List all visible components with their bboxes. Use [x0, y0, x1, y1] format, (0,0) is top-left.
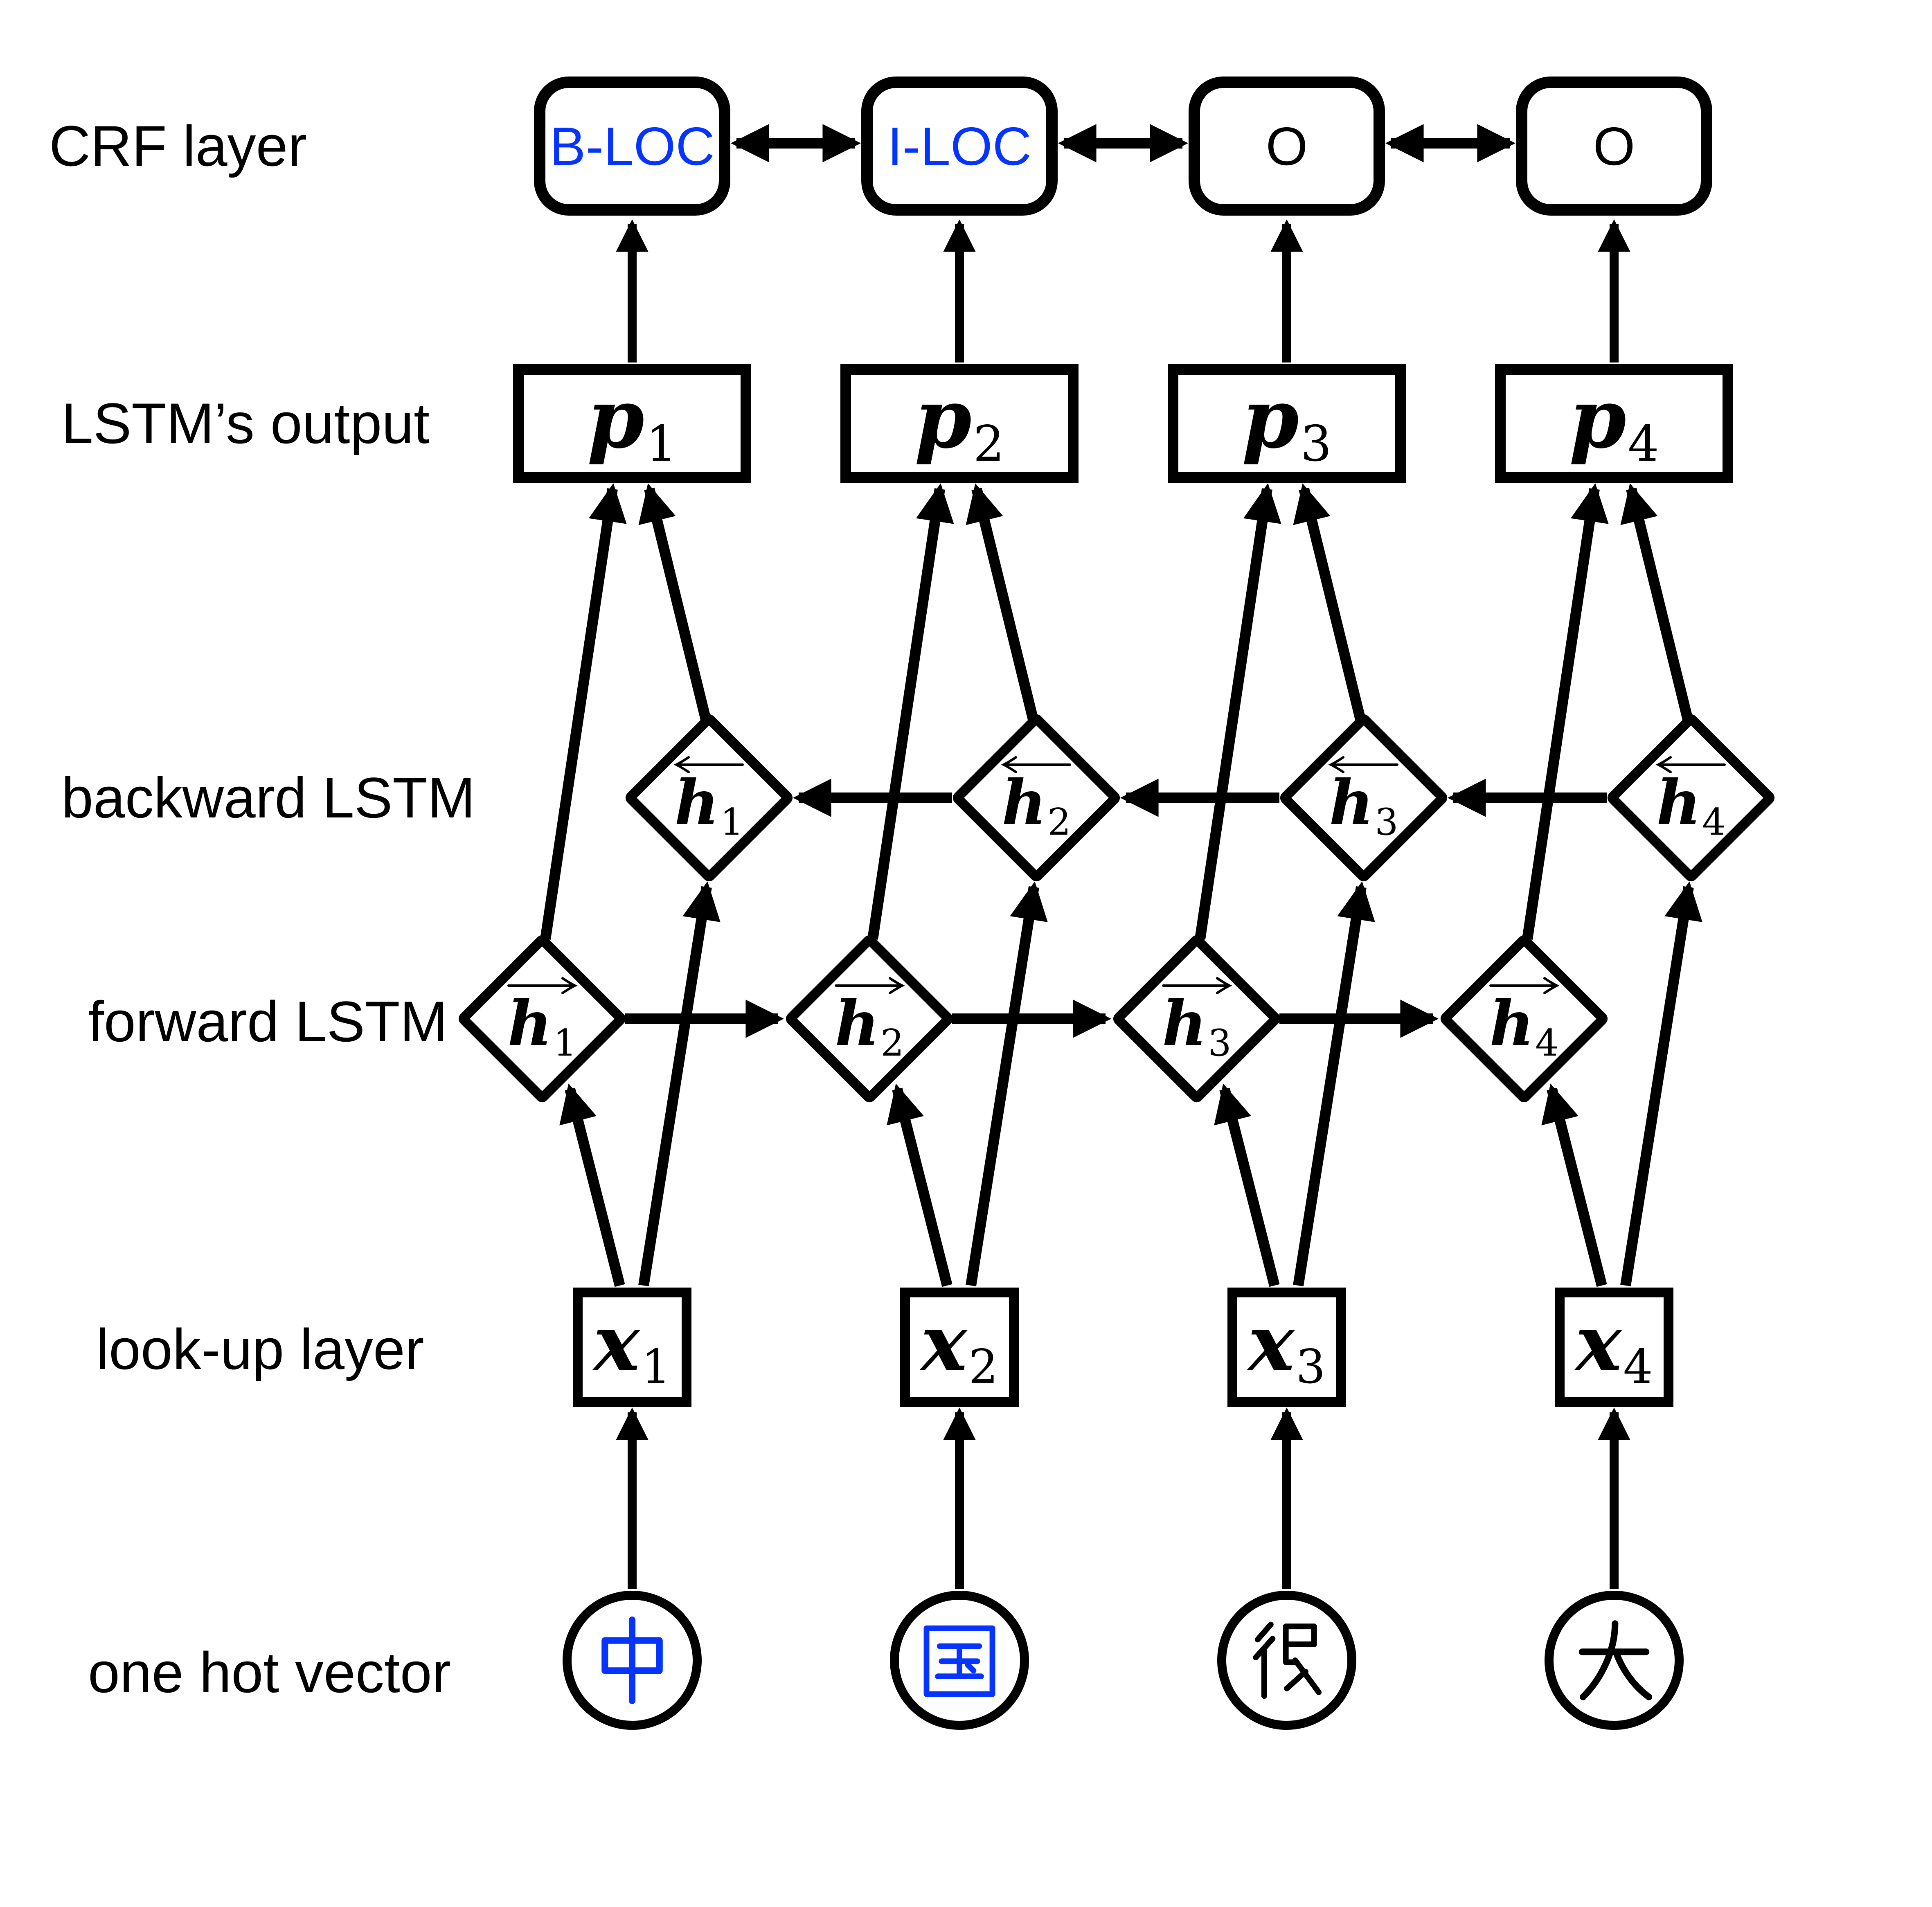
hanzi-guo-icon — [923, 1625, 995, 1697]
arrow-fwd-h3-to-p3 — [1195, 483, 1281, 940]
left-arrow-over-icon — [1328, 756, 1398, 774]
crf-node-o-3: O — [1189, 77, 1385, 216]
p1-label: p1 — [587, 370, 677, 473]
lookup-node-x3: x3 — [1227, 1288, 1346, 1407]
right-arrow-over-icon — [1489, 977, 1560, 995]
forward-lstm-node-h3: h3 — [1110, 932, 1283, 1105]
lookup-node-x2: x2 — [900, 1288, 1019, 1407]
label-forward-lstm: forward LSTM — [88, 989, 448, 1054]
crf-node-label: I-LOC — [887, 116, 1032, 176]
arrow-fwd-h1-to-p1 — [540, 483, 627, 940]
x4-label: x4 — [1575, 1297, 1653, 1394]
fwd-h3-label: h3 — [1119, 941, 1274, 1096]
label-lstm-output: LSTM’s output — [61, 391, 430, 455]
hanzi-hen-icon — [1253, 1621, 1322, 1699]
arrow-x3-to-fwd-h3 — [1214, 1083, 1280, 1287]
arrow-x4-to-bwd-h4 — [1620, 881, 1702, 1287]
label-crf-layer: CRF layer — [49, 114, 307, 178]
crf-node-i-loc: I-LOC — [861, 77, 1058, 216]
left-arrow-over-icon — [673, 756, 744, 774]
arrow-x2-to-bwd-h2 — [966, 881, 1048, 1287]
lookup-node-x1: x1 — [573, 1288, 691, 1407]
onehot-node-zhong: 中 — [563, 1591, 702, 1730]
bwd-h2-label: h2 — [959, 720, 1114, 875]
forward-lstm-node-h4: h4 — [1438, 932, 1610, 1105]
p3-label: p3 — [1242, 370, 1332, 473]
fwd-h1-label: h1 — [465, 941, 619, 1096]
arrow-x1-to-bwd-h1 — [638, 881, 721, 1287]
right-arrow-over-icon — [1162, 977, 1232, 995]
hanzi-zhong-icon — [601, 1617, 663, 1704]
arrow-bwd-h4-to-p4 — [1620, 483, 1693, 721]
crf-node-b-loc: B-LOC — [534, 77, 730, 216]
p4-label: p4 — [1569, 370, 1659, 473]
arrow-x3-to-bwd-h3 — [1293, 881, 1375, 1287]
arrow-bwd-h1-to-p1 — [638, 483, 711, 721]
lstm-output-node-p1: p1 — [513, 364, 751, 483]
left-arrow-over-icon — [1001, 756, 1071, 774]
arrow-x4-to-fwd-h4 — [1541, 1083, 1607, 1287]
x2-label: x2 — [921, 1297, 998, 1394]
arrow-fwd-h4-to-p4 — [1522, 483, 1609, 940]
arrow-x1-to-fwd-h1 — [559, 1083, 625, 1287]
label-lookup-layer: look-up layer — [96, 1317, 424, 1381]
hanzi-da-icon — [1578, 1620, 1653, 1700]
bwd-h3-label: h3 — [1286, 720, 1441, 875]
x1-label: x1 — [593, 1297, 671, 1394]
label-backward-lstm: backward LSTM — [61, 766, 475, 830]
arrow-bwd-h2-to-p2 — [966, 483, 1038, 721]
lstm-output-node-p2: p2 — [840, 364, 1079, 483]
left-arrow-over-icon — [1655, 756, 1726, 774]
backward-lstm-node-h3: h3 — [1277, 711, 1450, 884]
lstm-output-node-p3: p3 — [1168, 364, 1406, 483]
arrow-x2-to-fwd-h2 — [887, 1083, 952, 1287]
right-arrow-over-icon — [507, 977, 578, 995]
onehot-node-hen: 很 — [1217, 1591, 1356, 1730]
lstm-output-node-p4: p4 — [1495, 364, 1733, 483]
bwd-h1-label: h1 — [632, 720, 786, 875]
backward-lstm-node-h2: h2 — [950, 711, 1123, 884]
label-one-hot-vector: one hot vector — [88, 1640, 451, 1704]
onehot-node-da: 大 — [1545, 1591, 1684, 1730]
right-arrow-over-icon — [835, 977, 905, 995]
crf-node-label: B-LOC — [549, 116, 715, 176]
crf-node-label: O — [1593, 116, 1635, 176]
fwd-h4-label: h4 — [1447, 941, 1601, 1096]
forward-lstm-node-h2: h2 — [783, 932, 956, 1105]
crf-node-label: O — [1265, 116, 1308, 176]
p2-label: p2 — [914, 370, 1004, 473]
backward-lstm-node-h4: h4 — [1605, 711, 1777, 884]
fwd-h2-label: h2 — [792, 941, 947, 1096]
crf-node-o-4: O — [1516, 77, 1712, 216]
bwd-h4-label: h4 — [1614, 720, 1768, 875]
lookup-node-x4: x4 — [1555, 1288, 1673, 1407]
forward-lstm-node-h1: h1 — [456, 932, 628, 1105]
arrow-bwd-h3-to-p3 — [1293, 483, 1366, 721]
arrow-fwd-h2-to-p2 — [867, 483, 954, 940]
backward-lstm-node-h1: h1 — [623, 711, 795, 884]
x3-label: x3 — [1248, 1297, 1326, 1394]
onehot-node-guo: 国 — [890, 1591, 1029, 1730]
